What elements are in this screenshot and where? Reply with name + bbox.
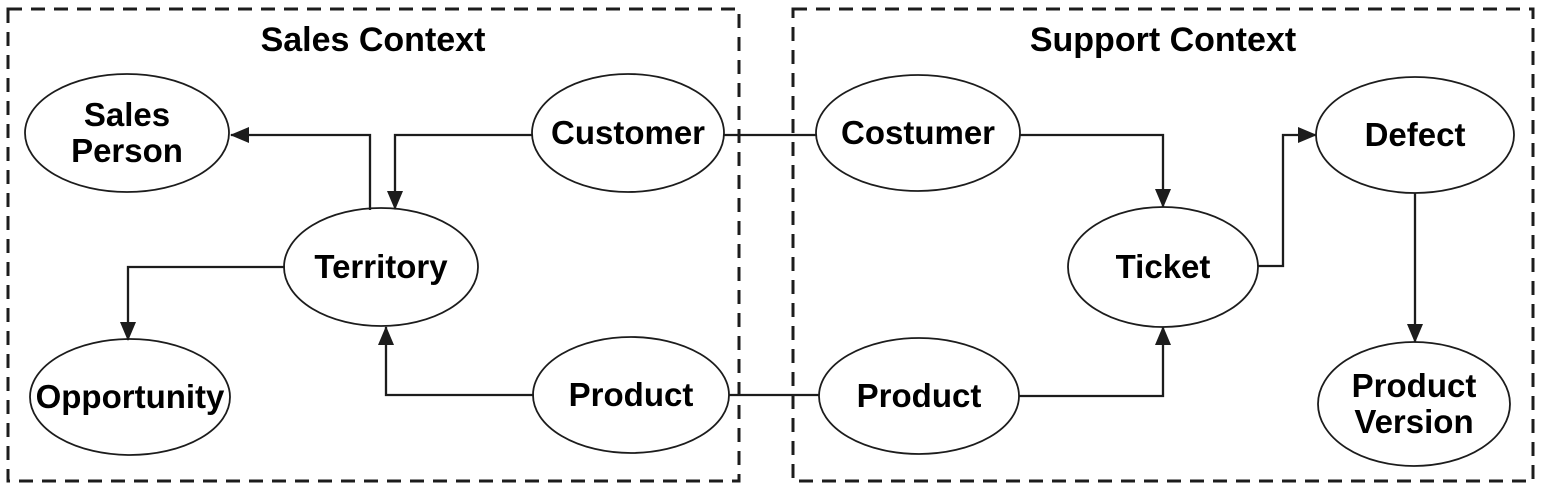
customer-sales-ellipse [531,73,725,193]
product-sales-label-line-1: Product [569,376,694,413]
edge-territory-to-opportunity [120,265,285,341]
costumer-label-line-1: Costumer [841,114,995,151]
costumer-label: Costumer [841,114,995,151]
product-version-label-line-2: Version [1354,403,1473,440]
sales-context-title: Sales Context [261,21,486,59]
sales-person-label-line-2: Person [71,132,183,169]
edge-costumer-to-ticket [1020,133,1171,208]
sales-person-ellipse [24,73,230,193]
support-context-group: Support Context [791,7,1535,483]
node-defect: Defect [1315,76,1515,194]
edge-customer-to-territory [387,133,533,210]
defect-label-line-1: Defect [1365,116,1466,153]
edge-product-to-territory [378,326,534,397]
sales-context-group: Sales Context [6,7,741,483]
edge-ticket-to-defect [1258,127,1317,268]
territory-label: Territory [314,248,448,285]
node-opportunity: Opportunity [29,338,231,456]
customer-sales-label: Customer [551,114,705,151]
support-context-title: Support Context [1030,21,1296,59]
edge-territory-to-sales-person [230,127,372,210]
node-ticket: Ticket [1067,206,1259,328]
product-support-label: Product [857,377,982,414]
opportunity-label-line-1: Opportunity [36,378,225,415]
support-context-box [791,7,1535,483]
sales-context-box [6,7,741,483]
product-sales-label: Product [569,376,694,413]
opportunity-label: Opportunity [36,378,225,415]
node-product-support: Product [818,337,1020,455]
ticket-label-line-1: Ticket [1116,248,1211,285]
ticket-label: Ticket [1116,248,1211,285]
territory-label-line-1: Territory [314,248,448,285]
product-version-label-line-1: Product [1352,367,1477,404]
product-support-label-line-1: Product [857,377,982,414]
sales-person-label-line-1: Sales [84,96,170,133]
customer-sales-label-line-1: Customer [551,114,705,151]
node-customer-sales: Customer [531,73,725,193]
node-product-sales: Product [532,336,730,454]
node-territory: Territory [283,207,479,327]
edge-product-to-ticket [1019,326,1171,398]
costumer-ellipse [815,74,1021,192]
defect-label: Defect [1365,116,1466,153]
node-costumer: Costumer [815,74,1021,192]
